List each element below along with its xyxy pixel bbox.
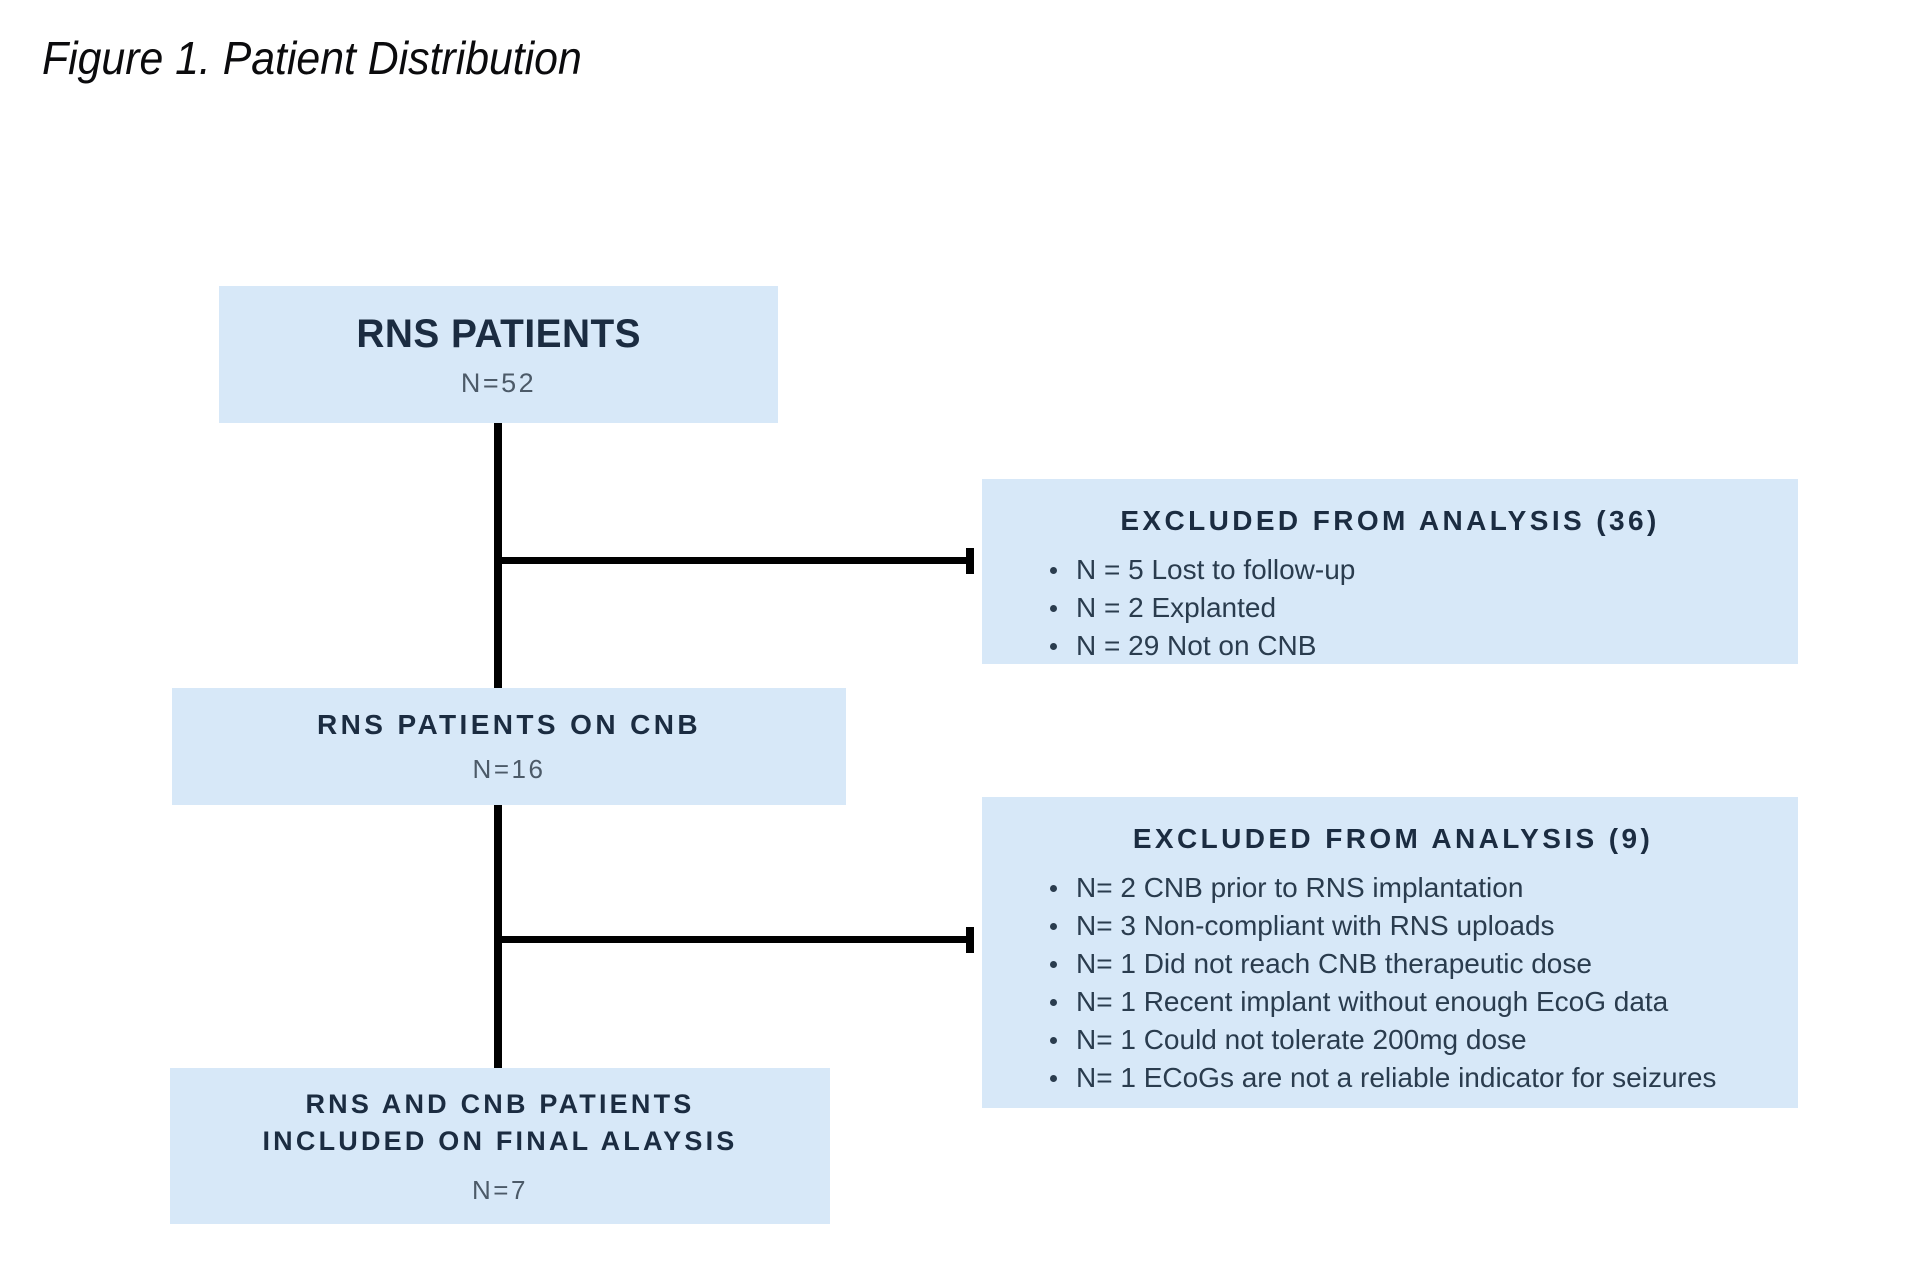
figure-title: Figure 1. Patient Distribution [42, 32, 582, 84]
flow-node-rns-and-cnb-final: RNS AND CNB PATIENTS INCLUDED ON FINAL A… [170, 1068, 830, 1224]
bullet-icon [1050, 885, 1057, 892]
bullet-icon [1050, 1037, 1057, 1044]
exclusion-reason-item: N= 3 Non-compliant with RNS uploads [1046, 907, 1768, 945]
exclusion-reason-item: N = 5 Lost to follow-up [1046, 551, 1768, 589]
exclusion-reason-text: N = 5 Lost to follow-up [1076, 554, 1356, 585]
exclusion-title: EXCLUDED FROM ANALYSIS (36) [1120, 505, 1660, 536]
exclusion-reason-item: N = 29 Not on CNB [1046, 627, 1768, 665]
flow-node-title-line-2: INCLUDED ON FINAL ALAYSIS [262, 1125, 738, 1156]
exclusion-reason-item: N= 1 Recent implant without enough EcoG … [1046, 983, 1768, 1021]
exclusion-reason-text: N= 1 Did not reach CNB therapeutic dose [1076, 948, 1592, 979]
flow-node-rns-patients-on-cnb: RNS PATIENTS ON CNB N=16 [172, 688, 846, 805]
bullet-icon [1050, 923, 1057, 930]
flow-node-title: RNS PATIENTS ON CNB [316, 708, 702, 740]
bullet-icon [1050, 643, 1057, 650]
connector-branch-excluded-9 [494, 936, 974, 943]
flow-node-title-line-1: RNS AND CNB PATIENTS [305, 1089, 695, 1120]
exclusion-reason-item: N= 2 CNB prior to RNS implantation [1046, 869, 1768, 907]
bullet-icon [1050, 961, 1057, 968]
exclusion-reason-list: N= 2 CNB prior to RNS implantation N= 3 … [1046, 869, 1768, 1097]
exclusion-node-excluded-36: EXCLUDED FROM ANALYSIS (36) N = 5 Lost t… [982, 479, 1798, 664]
bullet-icon [1050, 567, 1057, 574]
flow-node-count: N=52 [460, 368, 537, 399]
connector-branch-excluded-36 [494, 557, 974, 564]
connector-rns-to-cnb [494, 423, 502, 688]
exclusion-node-excluded-9: EXCLUDED FROM ANALYSIS (9) N= 2 CNB prio… [982, 797, 1798, 1108]
bullet-icon [1050, 1075, 1057, 1082]
exclusion-reason-text: N= 1 Could not tolerate 200mg dose [1076, 1024, 1527, 1055]
exclusion-reason-text: N= 2 CNB prior to RNS implantation [1076, 872, 1524, 903]
exclusion-reason-text: N = 29 Not on CNB [1076, 630, 1317, 661]
flow-node-count: N=7 [472, 1174, 528, 1205]
exclusion-reason-text: N= 1 Recent implant without enough EcoG … [1076, 986, 1669, 1017]
connector-terminator-excluded-9 [966, 927, 974, 953]
flow-node-rns-patients: RNS PATIENTS N=52 [219, 286, 778, 423]
flow-node-count: N=16 [472, 754, 546, 785]
exclusion-reason-text: N= 1 ECoGs are not a reliable indicator … [1076, 1062, 1717, 1093]
exclusion-reason-item: N= 1 Could not tolerate 200mg dose [1046, 1021, 1768, 1059]
connector-terminator-excluded-36 [966, 548, 974, 574]
flow-node-title: RNS PATIENTS [356, 311, 641, 356]
exclusion-reason-item: N= 1 ECoGs are not a reliable indicator … [1046, 1059, 1768, 1097]
exclusion-reason-item: N= 1 Did not reach CNB therapeutic dose [1046, 945, 1768, 983]
bullet-icon [1050, 999, 1057, 1006]
exclusion-reason-text: N = 2 Explanted [1076, 592, 1277, 623]
exclusion-reason-text: N= 3 Non-compliant with RNS uploads [1076, 910, 1555, 941]
exclusion-reason-item: N = 2 Explanted [1046, 589, 1768, 627]
exclusion-title: EXCLUDED FROM ANALYSIS (9) [1132, 823, 1654, 854]
bullet-icon [1050, 605, 1057, 612]
exclusion-reason-list: N = 5 Lost to follow-up N = 2 Explanted … [1046, 551, 1768, 665]
flow-node-title: RNS AND CNB PATIENTS INCLUDED ON FINAL A… [262, 1086, 737, 1159]
